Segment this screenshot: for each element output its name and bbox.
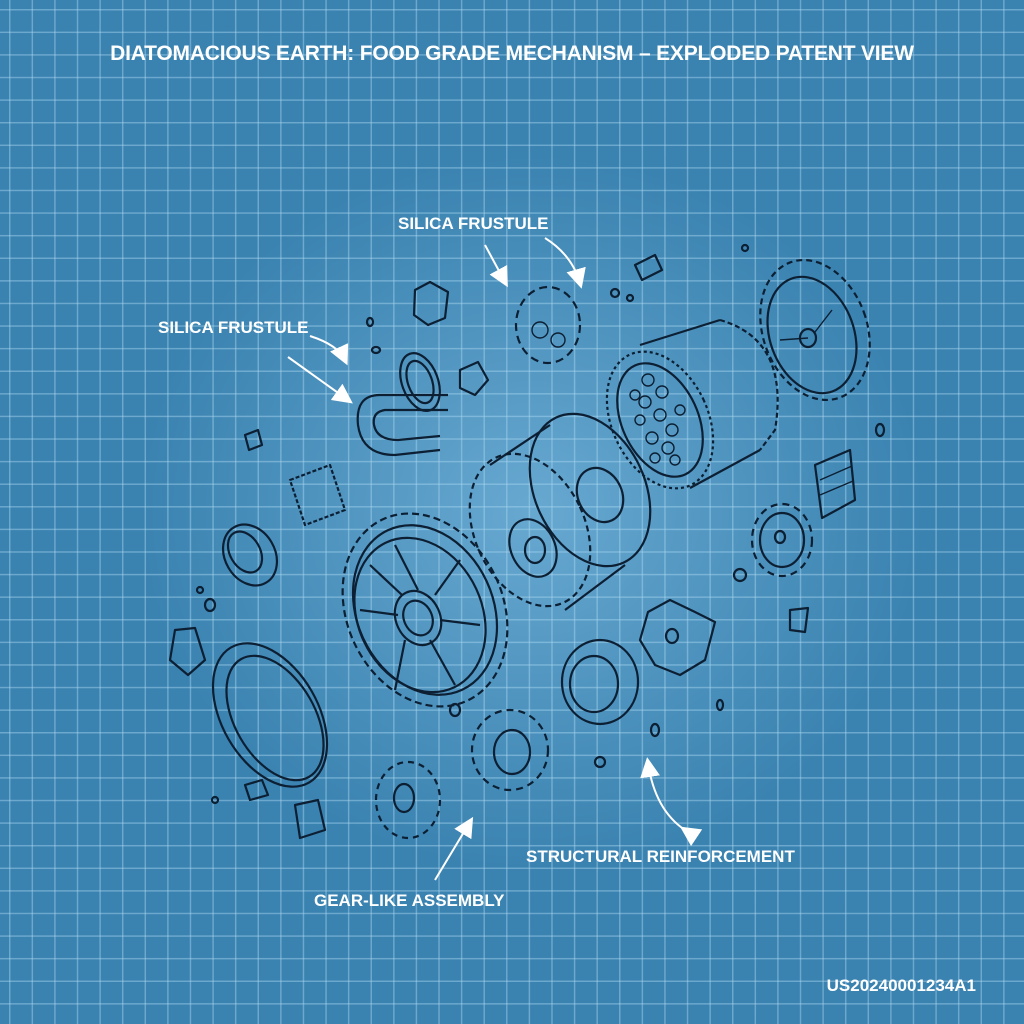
label-gear-like-assembly: GEAR-LIKE ASSEMBLY: [314, 891, 505, 910]
arrow-silica-frustule-top-1: [484, 244, 508, 288]
coupling-piece: [638, 598, 717, 677]
cylindrical-drum-housing: [468, 412, 652, 611]
large-spoked-gear: [341, 512, 509, 708]
arrow-silica-frustule-top-2: [544, 237, 586, 289]
label-silica-frustule-top: SILICA FRUSTULE: [398, 214, 549, 233]
large-ring: [211, 642, 329, 788]
porous-frustule-drum: [605, 318, 779, 490]
scattered-fragments: [168, 243, 886, 840]
patent-number: US20240001234A1: [826, 976, 976, 995]
small-ring-left: [221, 523, 279, 587]
annotation-arrows: [287, 237, 703, 881]
arrow-structural-reinforcement: [640, 757, 703, 847]
arrow-silica-frustule-left-1: [309, 335, 349, 366]
small-gear-bottom-left: [374, 760, 442, 840]
u-channel-bracket: [356, 393, 448, 457]
arrow-gear-like-assembly: [434, 816, 474, 881]
toothed-wheel-top-right: [759, 258, 871, 402]
diagram-title: DIATOMACIOUS EARTH: FOOD GRADE MECHANISM…: [110, 42, 914, 65]
label-structural-reinforcement: STRUCTURAL REINFORCEMENT: [526, 847, 795, 866]
arrow-silica-frustule-left-2: [287, 356, 353, 404]
frustule-cluster-top: [514, 285, 582, 365]
label-silica-frustule-left: SILICA FRUSTULE: [158, 318, 309, 337]
small-ring-center: [560, 638, 640, 726]
small-gear-bottom-center: [470, 708, 550, 792]
finned-block: [813, 448, 857, 520]
flat-washer-ring: [399, 352, 441, 412]
mesh-cylinder-left: [288, 463, 347, 527]
small-spur-gear-right: [750, 502, 814, 578]
